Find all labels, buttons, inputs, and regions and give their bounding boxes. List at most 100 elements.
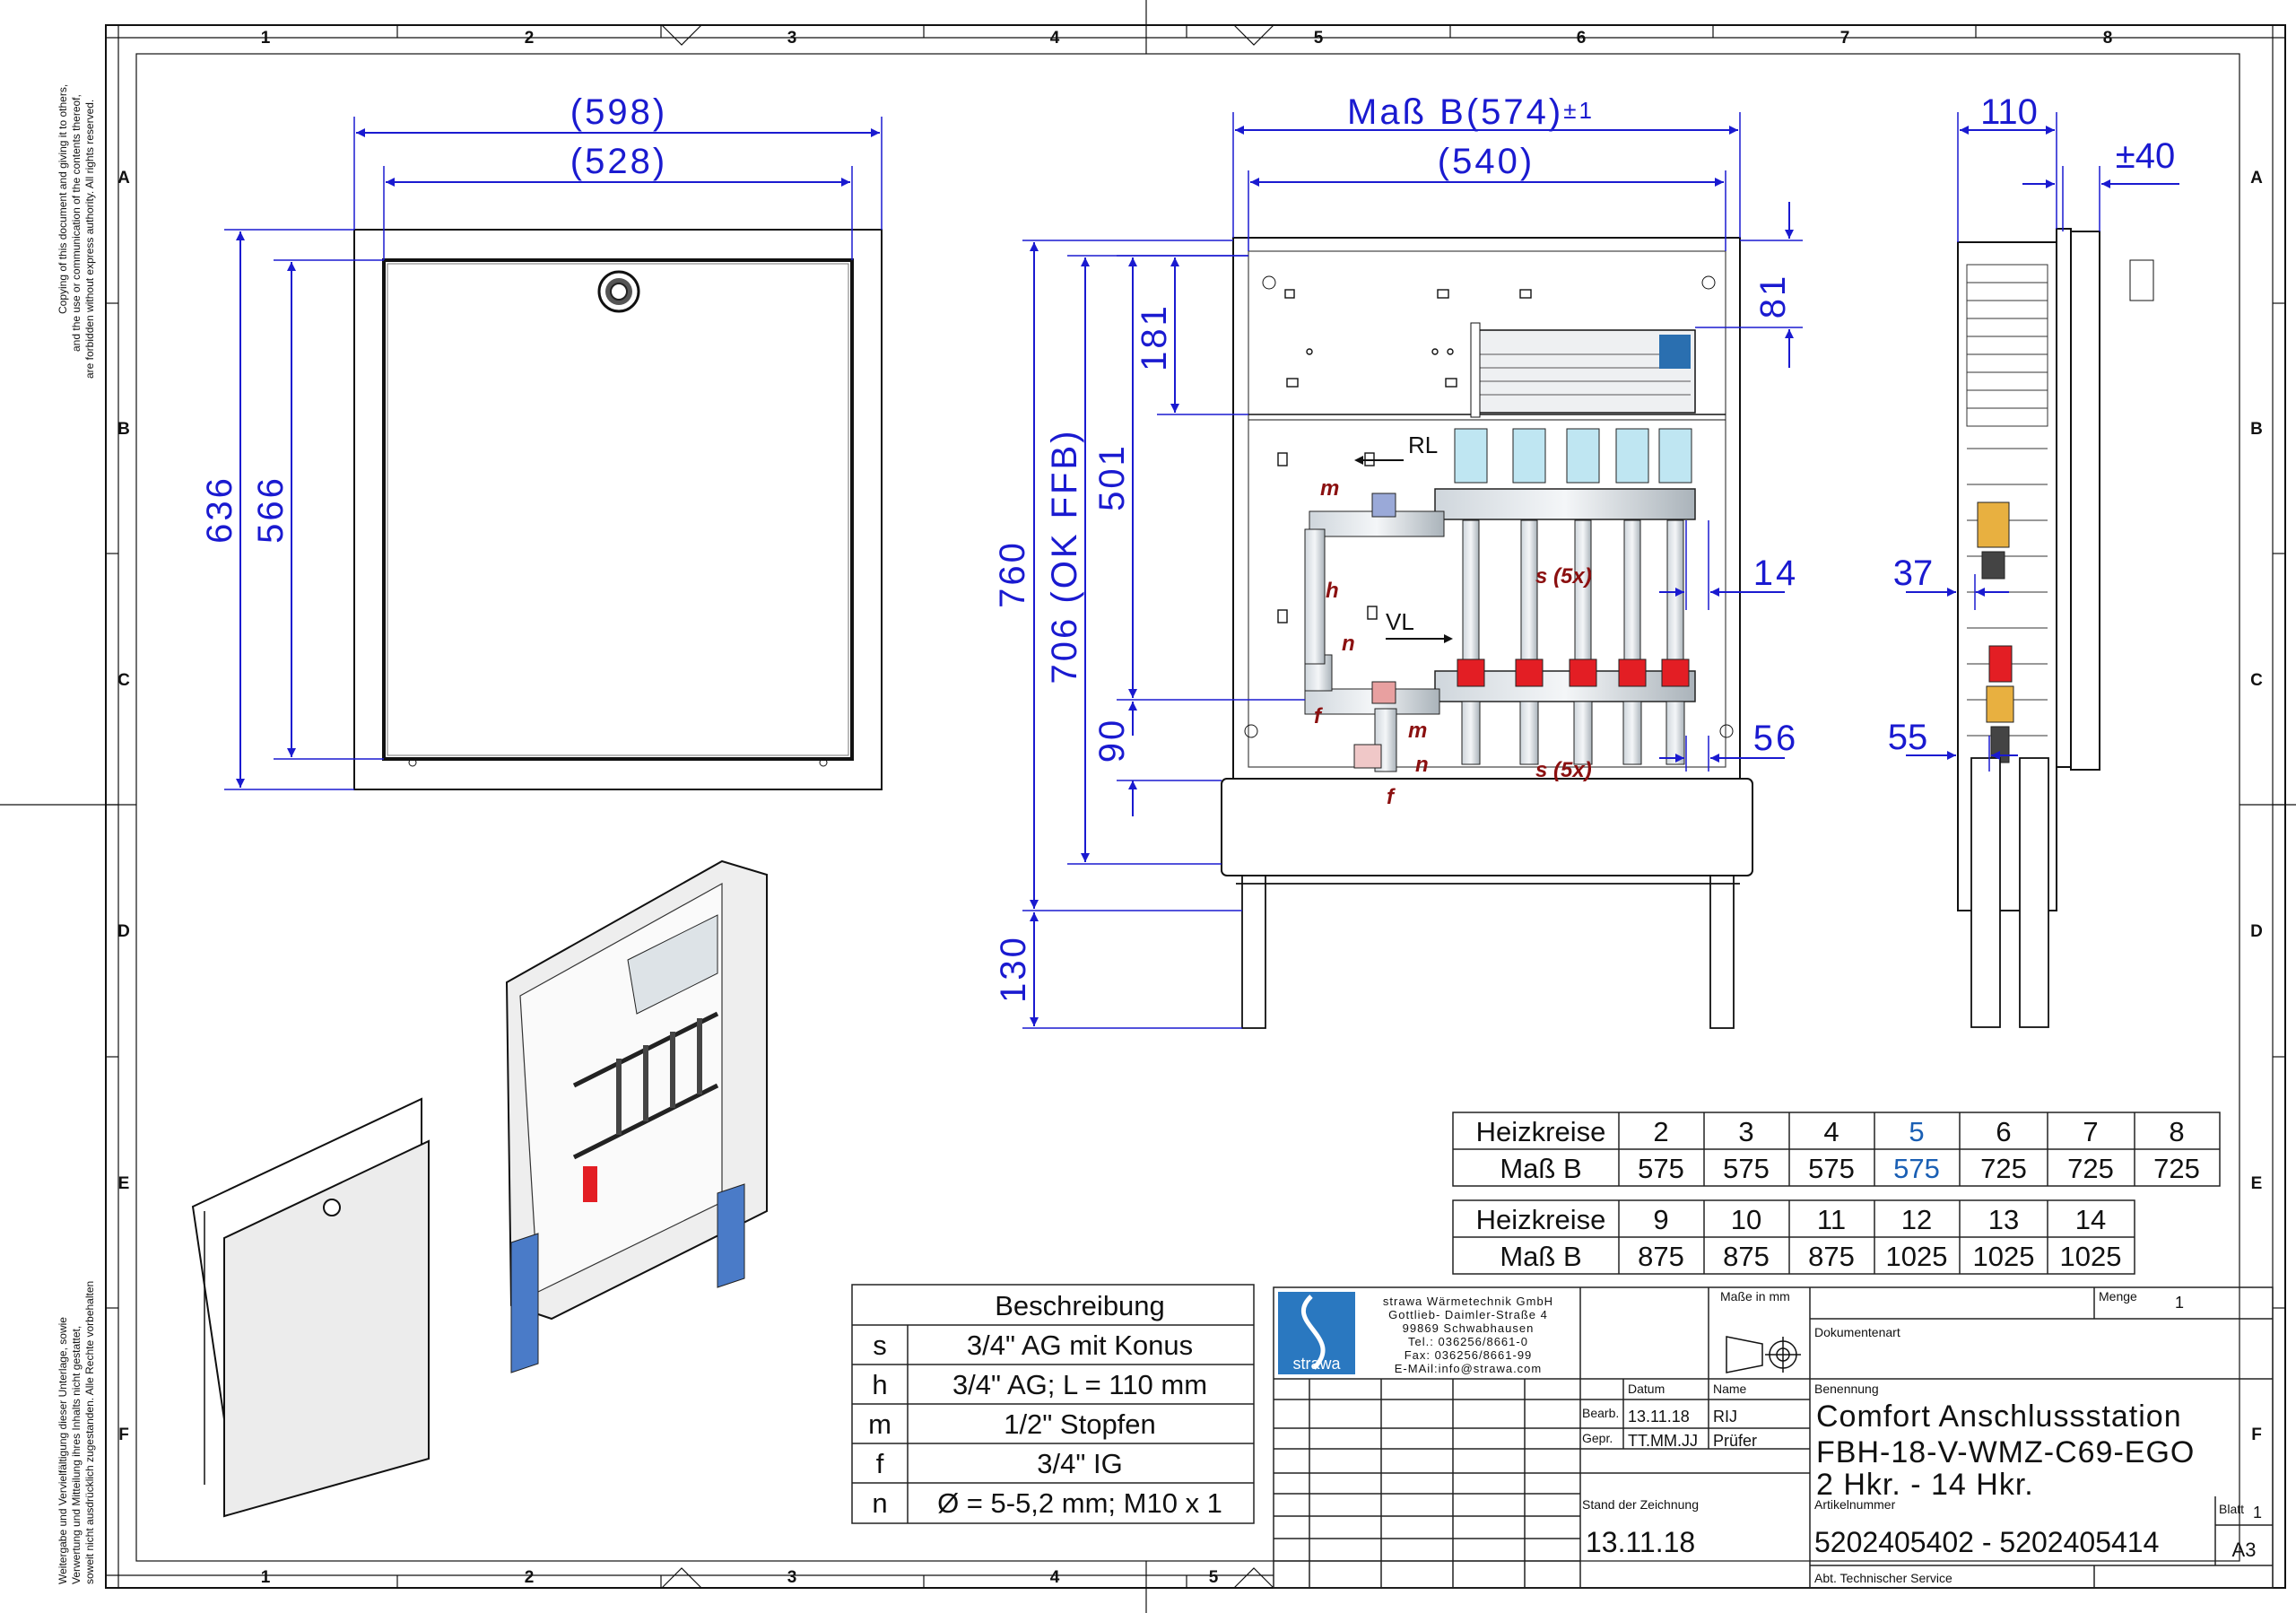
gepr-name: Prüfer: [1713, 1432, 1757, 1450]
table-cell: 4: [1823, 1116, 1839, 1147]
copyright-text: soweit nicht ausdrücklich zugestanden. A…: [83, 1281, 96, 1584]
dim-130: 130: [994, 935, 1033, 1003]
bearb-date: 13.11.18: [1628, 1408, 1690, 1426]
table-cell: 7: [2083, 1116, 2098, 1147]
col-label: 5: [1209, 1568, 1219, 1587]
stand-date: 13.11.18: [1586, 1526, 1695, 1558]
dim-37: 37: [1893, 554, 1934, 593]
company-line: Tel.: 036256/8661-0: [1408, 1335, 1528, 1348]
beschreibung-value: 3/4" AG mit Konus: [967, 1330, 1193, 1361]
beschreibung-value: 3/4" IG: [1037, 1448, 1122, 1479]
label-f: f: [1314, 704, 1323, 728]
dim-760: 760: [993, 540, 1032, 608]
row-label: F: [118, 1426, 129, 1444]
bearb-name: RIJ: [1713, 1408, 1737, 1426]
table-cell: 12: [1901, 1204, 1932, 1235]
company-line: 99869 Schwabhausen: [1403, 1321, 1535, 1335]
label-f: f: [1387, 785, 1396, 809]
table-cell: 2: [1653, 1116, 1668, 1147]
col-label: 5: [1314, 29, 1324, 48]
row-label: E: [118, 1174, 130, 1193]
beschreibung-value: 1/2" Stopfen: [1004, 1408, 1156, 1440]
menge-label: Menge: [2099, 1289, 2137, 1303]
row-label: D: [2250, 922, 2263, 941]
col-label: 4: [1050, 29, 1060, 48]
table-cell: 875: [1638, 1241, 1684, 1272]
dim-501: 501: [1092, 443, 1132, 511]
col-label: 1: [261, 29, 271, 48]
label-s5: s (5x): [1535, 564, 1592, 589]
dim-90: 90: [1092, 718, 1132, 763]
drawing-title-1: Comfort Anschlussstation: [1816, 1399, 2182, 1434]
datum-label: Datum: [1628, 1382, 1665, 1396]
company-line: Gottlieb- Daimler-Straße 4: [1388, 1308, 1548, 1321]
bearb-label: Bearb.: [1582, 1406, 1619, 1420]
col-label: 2: [525, 1568, 535, 1587]
label-m: m: [1320, 476, 1339, 501]
beschreibung-key: h: [872, 1369, 887, 1400]
table-cell: 875: [1723, 1241, 1770, 1272]
col-label: 4: [1050, 1568, 1060, 1587]
copyright-text: Copying of this document and giving it t…: [57, 84, 69, 314]
beschreibung-key: f: [876, 1448, 884, 1479]
row-label: A: [2250, 169, 2263, 187]
row-label: A: [117, 169, 130, 187]
table-cell: 1025: [1973, 1241, 2035, 1272]
table-cell: 14: [2075, 1204, 2106, 1235]
table-header: Heizkreise: [1476, 1116, 1606, 1147]
iso-station-view: [505, 859, 768, 1373]
table-cell: 575: [1808, 1153, 1855, 1184]
drawing-title-3: 2 Hkr. - 14 Hkr.: [1816, 1468, 2034, 1502]
copyright-text: and the use or communication of the cont…: [70, 94, 83, 352]
table-cell: 575: [1723, 1153, 1770, 1184]
beschreibung-table: Beschreibung s 3/4" AG mit Konus h 3/4" …: [851, 1284, 1255, 1524]
table-header: Maß B: [1500, 1241, 1581, 1272]
row-label: C: [117, 671, 130, 690]
dim-566: 566: [251, 475, 291, 544]
label-vl: VL: [1386, 608, 1414, 635]
dim-81: 81: [1753, 274, 1793, 319]
table-header: Maß B: [1500, 1153, 1581, 1184]
label-n: n: [1415, 753, 1429, 777]
menge-value: 1: [2175, 1294, 2184, 1312]
dim-181: 181: [1135, 303, 1174, 371]
drawing-title-2: FBH-18-V-WMZ-C69-EGO: [1816, 1435, 2195, 1469]
dim-56: 56: [1753, 719, 1799, 758]
row-label: B: [117, 420, 130, 439]
stand-label: Stand der Zeichnung: [1582, 1497, 1699, 1512]
table-cell: 1025: [1886, 1241, 1948, 1272]
table-cell: 9: [1653, 1204, 1668, 1235]
table-cell: 725: [2153, 1153, 2200, 1184]
dim-706: 706 (OK FFB): [1045, 429, 1084, 684]
beschreibung-key: s: [873, 1330, 887, 1361]
dim-14: 14: [1753, 554, 1799, 593]
col-label: 7: [1840, 29, 1850, 48]
beschreibung-key: m: [868, 1408, 891, 1440]
projection-symbol-icon: [1726, 1336, 1801, 1373]
table-cell: 725: [1980, 1153, 2027, 1184]
masse-label: Maße in mm: [1720, 1289, 1790, 1303]
table-cell: 725: [2067, 1153, 2114, 1184]
copyright-text: are forbidden without express authority.…: [83, 100, 96, 379]
table-cell: 11: [1817, 1204, 1846, 1235]
table-cell-highlight: 575: [1893, 1153, 1940, 1184]
heizkreise-table: Heizkreise Maß B Heizkreise Maß B 2 3 4 …: [1452, 1112, 2221, 1275]
dim-636: 636: [200, 475, 239, 544]
manifold-outlets: [1454, 428, 1692, 765]
table-cell: 6: [1996, 1116, 2011, 1147]
table-header: Heizkreise: [1476, 1204, 1606, 1235]
beschreibung-title: Beschreibung: [995, 1290, 1165, 1321]
iso-door-view: [191, 1097, 430, 1518]
dim-tolerance: ±1: [1563, 97, 1595, 124]
dim-55: 55: [1888, 718, 1928, 757]
dokumentenart-label: Dokumentenart: [1814, 1325, 1900, 1339]
col-label: 1: [261, 1568, 271, 1587]
company-line: Fax: 036256/8661-99: [1405, 1348, 1533, 1362]
company-line: strawa Wärmetechnik GmbH: [1383, 1295, 1553, 1308]
col-label: 2: [525, 29, 535, 48]
table-cell: 10: [1731, 1204, 1761, 1235]
col-label: 3: [787, 29, 797, 48]
table-cell: 1025: [2060, 1241, 2122, 1272]
